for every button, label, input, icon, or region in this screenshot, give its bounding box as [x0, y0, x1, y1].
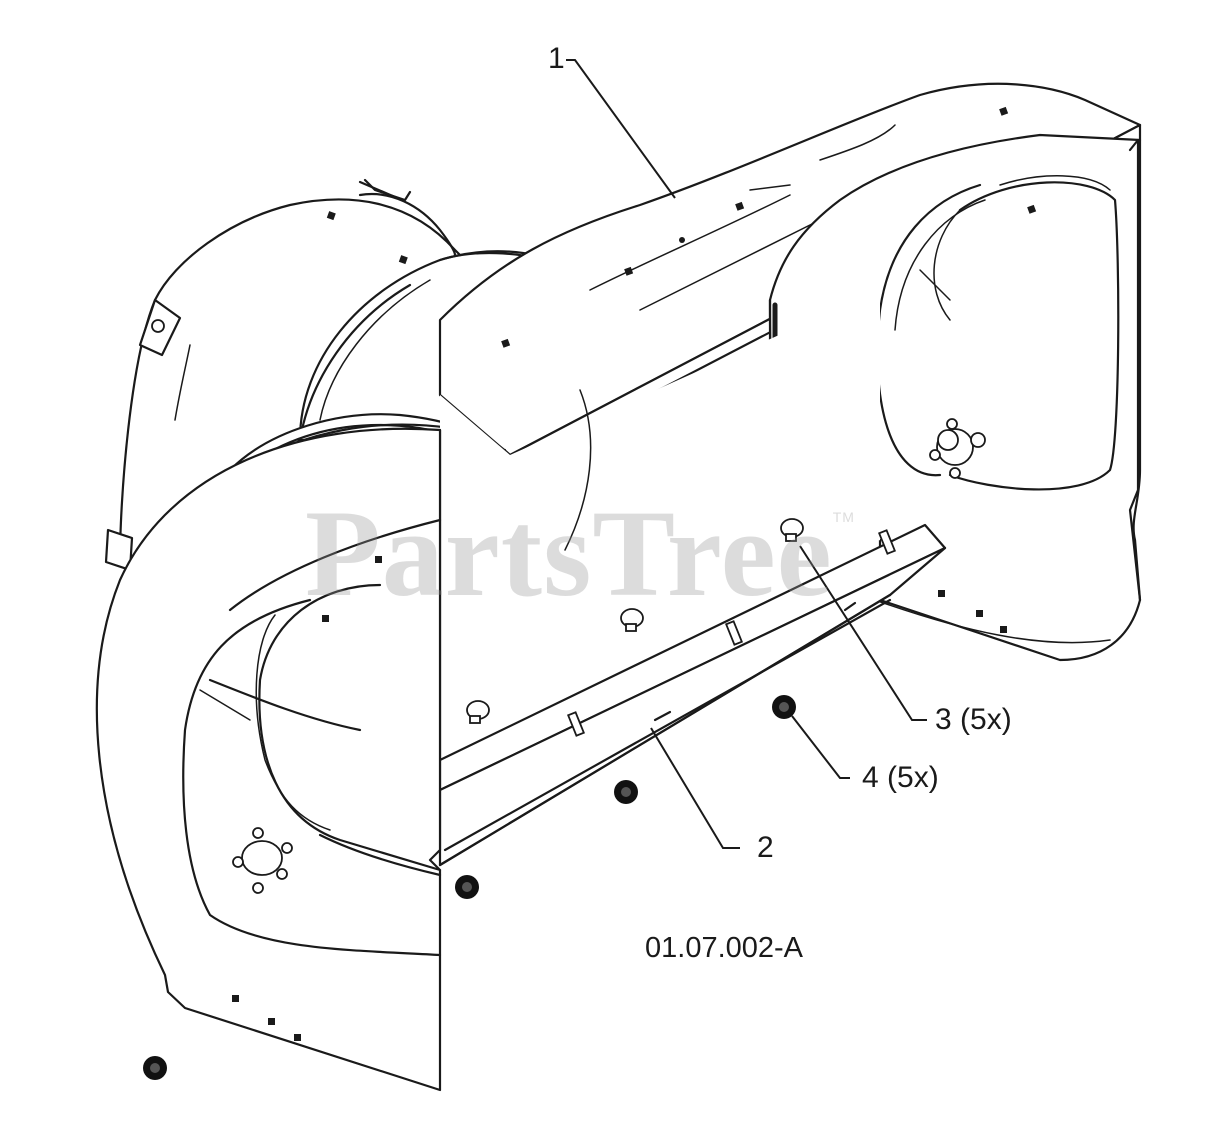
- callout-part-1: 1: [548, 42, 565, 75]
- callout-part-2: 2: [757, 831, 774, 864]
- callout-part-3: 3 (5x): [935, 703, 1012, 736]
- leader-line-3: [799, 545, 927, 721]
- carriage-bolt: [780, 518, 804, 542]
- drawing-number: 01.07.002-A: [645, 932, 804, 964]
- leader-line-4: [791, 715, 850, 779]
- leader-line-1: [566, 59, 676, 199]
- leader-line-2: [650, 727, 740, 849]
- carriage-bolt: [620, 608, 644, 632]
- callout-part-4: 4 (5x): [862, 761, 939, 794]
- hex-nut: [614, 780, 638, 804]
- hex-nut: [455, 875, 479, 899]
- scraper-bar: [438, 518, 947, 867]
- hex-nut: [143, 1056, 167, 1080]
- front-left-housing: [95, 427, 442, 1092]
- carriage-bolt: [466, 700, 490, 724]
- hex-nut: [772, 695, 796, 719]
- partstree-watermark: PartsTreeTM: [305, 485, 855, 622]
